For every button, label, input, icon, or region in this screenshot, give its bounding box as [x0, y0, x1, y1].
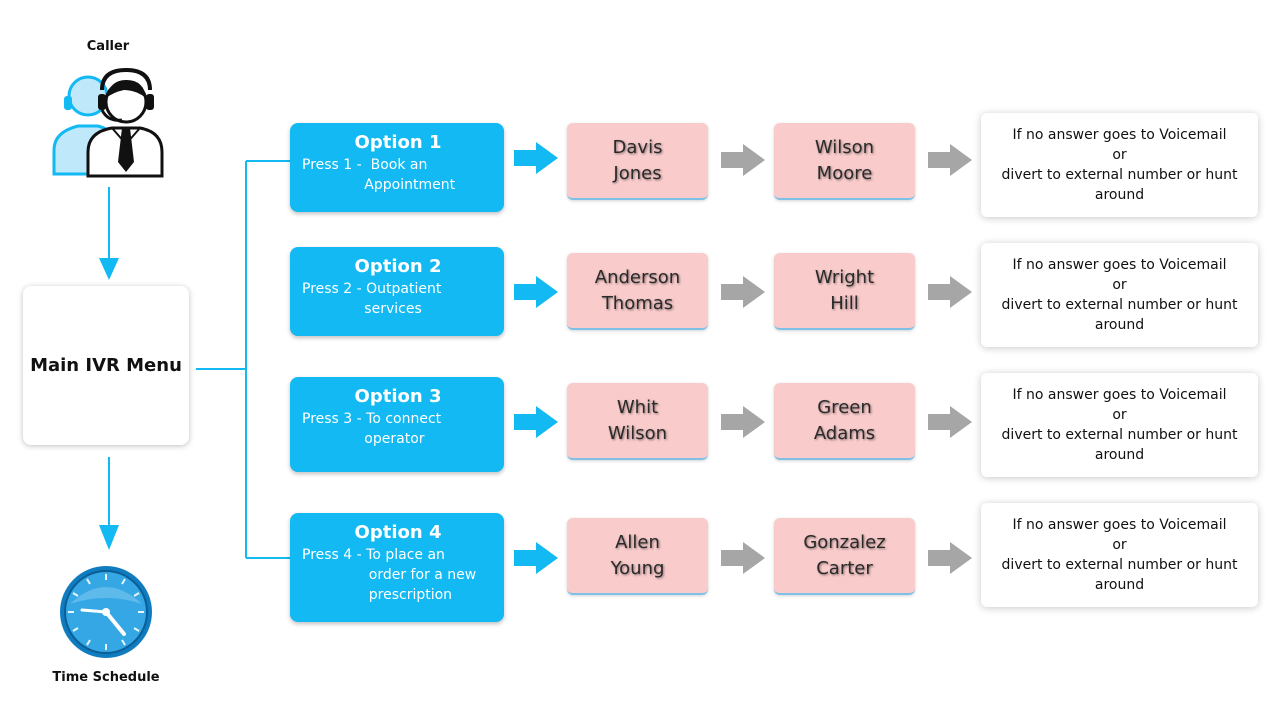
right-arrow-icon [721, 542, 765, 574]
option-title: Option 2 [354, 256, 442, 277]
fallback-box: If no answer goes to Voicemail or divert… [981, 373, 1258, 477]
fallback-line: around [1094, 577, 1145, 593]
fallback-box: If no answer goes to Voicemail or divert… [981, 503, 1258, 607]
fallback-box: If no answer goes to Voicemail or divert… [981, 243, 1258, 347]
agent-primary: Davis Jones [567, 123, 708, 200]
option-title: Option 1 [354, 132, 442, 153]
right-arrow-icon [928, 406, 972, 438]
fallback-box: If no answer goes to Voicemail or divert… [981, 113, 1258, 217]
agent-primary: Whit Wilson [567, 383, 708, 460]
agent-secondary: Wilson Moore [774, 123, 915, 200]
agent-name: Adams [813, 422, 876, 444]
right-arrow-icon [928, 542, 972, 574]
agent-name: Carter [816, 557, 873, 579]
fallback-line: If no answer goes to Voicemail [1012, 257, 1227, 273]
fallback-line: around [1094, 187, 1145, 203]
fallback-line: or [1112, 407, 1127, 423]
fallback-line: or [1112, 147, 1127, 163]
fallback-line: If no answer goes to Voicemail [1012, 127, 1227, 143]
agent-primary: Allen Young [567, 518, 708, 595]
option-description: Press 3 - To connect operator [302, 411, 442, 447]
option-description: Press 4 - To place an order for a new pr… [302, 547, 477, 603]
agent-name: Gonzalez [803, 531, 886, 553]
fallback-line: If no answer goes to Voicemail [1012, 387, 1227, 403]
agent-name: Whit [616, 396, 659, 418]
agent-name: Davis [612, 136, 663, 158]
fallback-line: around [1094, 317, 1145, 333]
right-arrow-icon [721, 144, 765, 176]
clock-icon [60, 566, 152, 658]
right-arrow-icon [514, 142, 558, 174]
agent-name: Young [610, 557, 665, 579]
main-ivr-menu: Main IVR Menu [23, 286, 189, 445]
right-arrow-icon [928, 276, 972, 308]
main-ivr-menu-label: Main IVR Menu [30, 355, 182, 376]
agent-name: Wilson [814, 136, 875, 158]
agent-name: Anderson [594, 266, 681, 288]
right-arrow-icon [514, 542, 558, 574]
option-2-box: Option 2 Press 2 - Outpatient services [290, 247, 504, 336]
right-arrow-icon [721, 406, 765, 438]
agent-name: Allen [615, 531, 660, 553]
arrowhead-down [99, 525, 119, 550]
agent-secondary: Wright Hill [774, 253, 915, 330]
option-description: Press 1 - Book an Appointment [302, 157, 456, 193]
agent-name: Wilson [607, 422, 668, 444]
option-4-box: Option 4 Press 4 - To place an order for… [290, 513, 504, 622]
agent-primary: Anderson Thomas [567, 253, 708, 330]
agent-name: Moore [816, 162, 873, 184]
caller-headset-icon [52, 68, 164, 178]
fallback-line: or [1112, 537, 1127, 553]
agent-name: Wright [814, 266, 875, 288]
fallback-line: or [1112, 277, 1127, 293]
right-arrow-icon [721, 276, 765, 308]
option-description: Press 2 - Outpatient services [302, 281, 442, 317]
agent-name: Thomas [601, 292, 674, 314]
fallback-line: around [1094, 447, 1145, 463]
agent-name: Jones [613, 162, 662, 184]
fallback-line: divert to external number or hunt [1001, 427, 1238, 443]
right-arrow-icon [514, 276, 558, 308]
option-title: Option 3 [354, 386, 442, 407]
fallback-line: If no answer goes to Voicemail [1012, 517, 1227, 533]
option-title: Option 4 [354, 522, 442, 543]
time-schedule-label: Time Schedule [52, 670, 160, 685]
agent-name: Hill [830, 292, 859, 314]
agent-secondary: Gonzalez Carter [774, 518, 915, 595]
agent-name: Green [817, 396, 872, 418]
option-3-box: Option 3 Press 3 - To connect operator [290, 377, 504, 472]
fallback-line: divert to external number or hunt [1001, 167, 1238, 183]
right-arrow-icon [514, 406, 558, 438]
fallback-line: divert to external number or hunt [1001, 297, 1238, 313]
agent-secondary: Green Adams [774, 383, 915, 460]
caller-label: Caller [86, 39, 130, 54]
option-1-box: Option 1 Press 1 - Book an Appointment [290, 123, 504, 212]
arrowhead-down [99, 258, 119, 280]
right-arrow-icon [928, 144, 972, 176]
fallback-line: divert to external number or hunt [1001, 557, 1238, 573]
